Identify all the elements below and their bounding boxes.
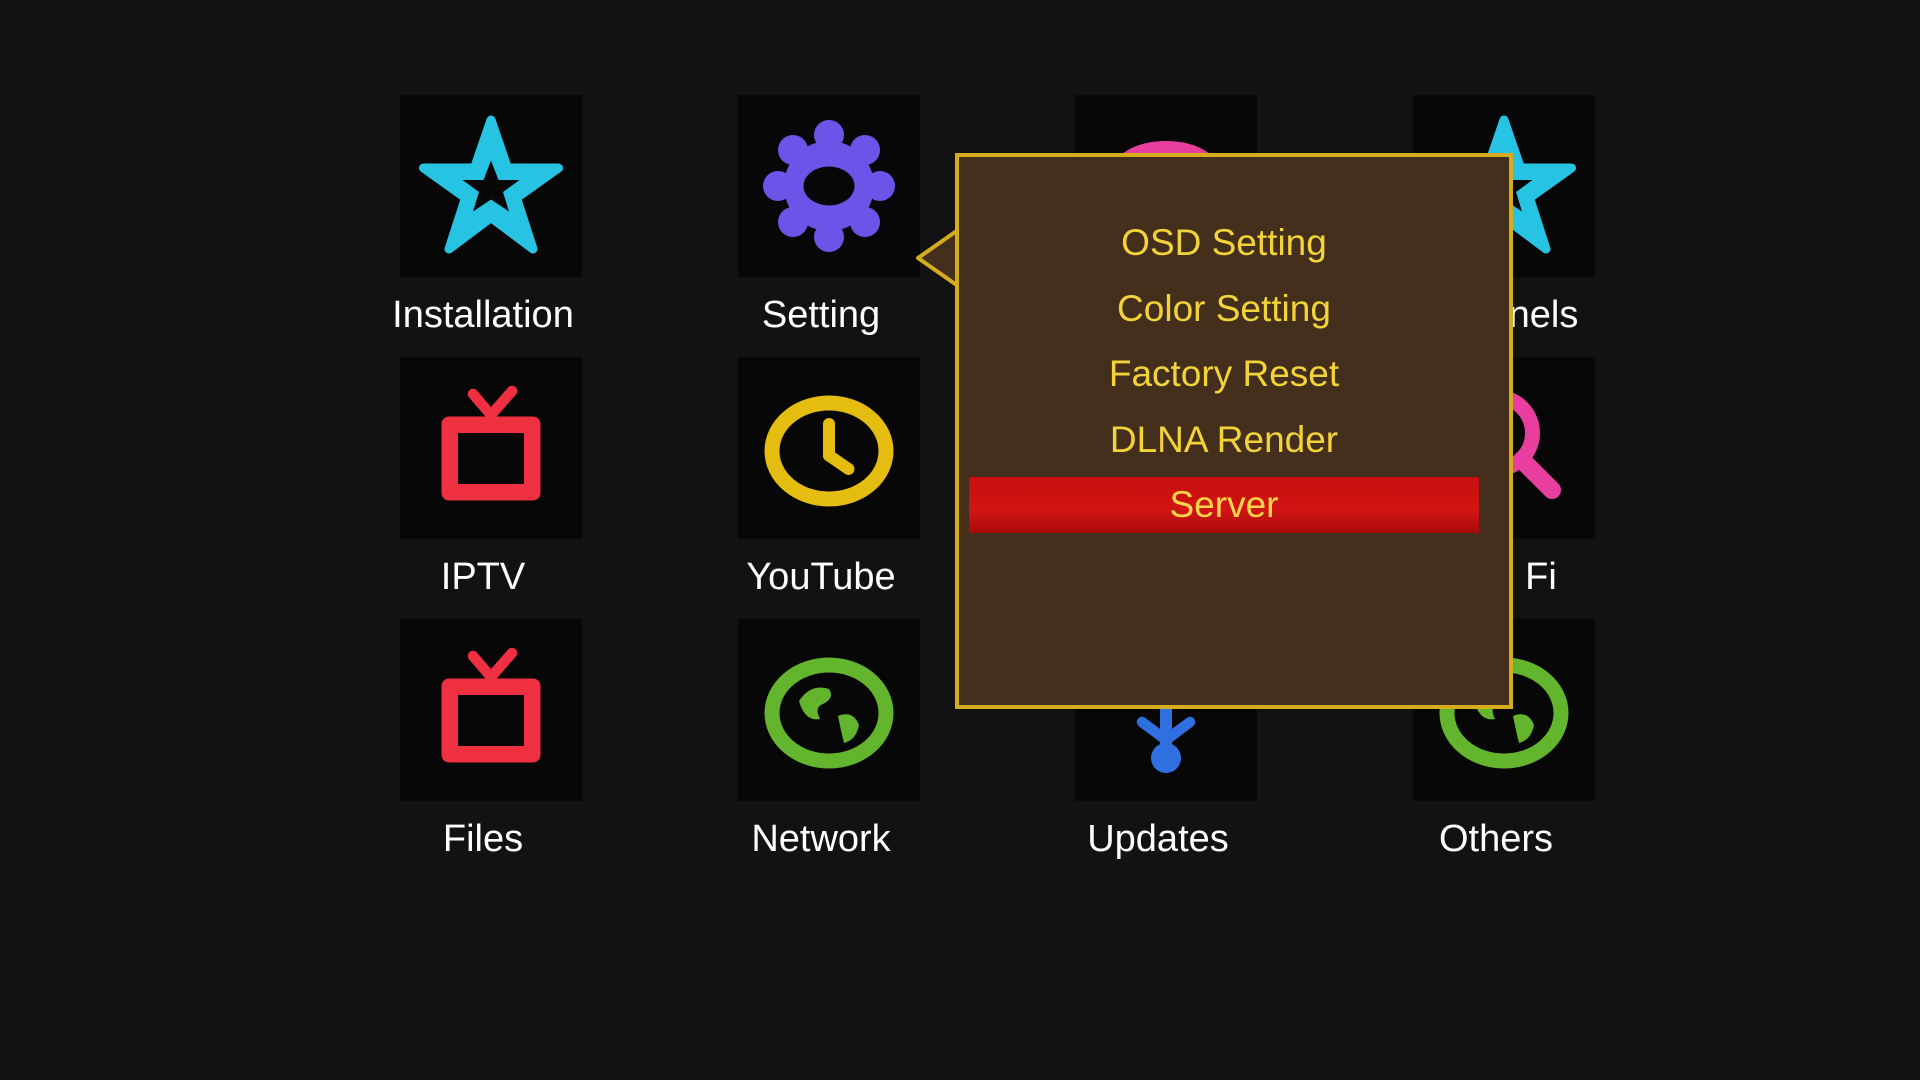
- submenu-item-color-setting[interactable]: Color Setting: [1117, 287, 1331, 329]
- tile-label: YouTube: [746, 556, 896, 598]
- tile-network[interactable]: Network: [706, 619, 936, 881]
- setting-submenu-popup: OSD Setting Color Setting Factory Reset …: [955, 153, 1513, 709]
- globe-icon: [764, 657, 894, 769]
- tile-files[interactable]: Files: [368, 619, 598, 881]
- tile-label: nels: [1508, 294, 1579, 336]
- tile-label: Fi: [1525, 556, 1557, 598]
- tile-label: Network: [751, 818, 891, 860]
- submenu-item-server[interactable]: Server: [969, 477, 1479, 533]
- tile-label: Installation: [392, 294, 574, 336]
- tv-icon: [441, 647, 541, 763]
- tile-setting[interactable]: Setting: [706, 95, 936, 357]
- tile-label: Updates: [1087, 818, 1229, 860]
- tile-label: IPTV: [440, 556, 526, 598]
- submenu-item-dlna-render[interactable]: DLNA Render: [1109, 418, 1339, 460]
- tv-icon: [441, 385, 541, 501]
- tile-installation[interactable]: Installation: [368, 95, 598, 357]
- submenu-item-factory-reset[interactable]: Factory Reset: [1108, 353, 1340, 394]
- clock-icon: [764, 395, 894, 507]
- tile-label: Setting: [761, 294, 881, 336]
- tile-label: Files: [442, 818, 524, 860]
- tile-label: Others: [1438, 818, 1554, 860]
- submenu-item-osd-setting[interactable]: OSD Setting: [1121, 222, 1327, 263]
- submenu-list: OSD Setting Color Setting Factory Reset …: [969, 215, 1479, 543]
- star-icon: [419, 115, 563, 254]
- tile-youtube[interactable]: YouTube: [706, 357, 936, 619]
- tile-iptv[interactable]: IPTV: [368, 357, 598, 619]
- gear-icon: [763, 120, 895, 252]
